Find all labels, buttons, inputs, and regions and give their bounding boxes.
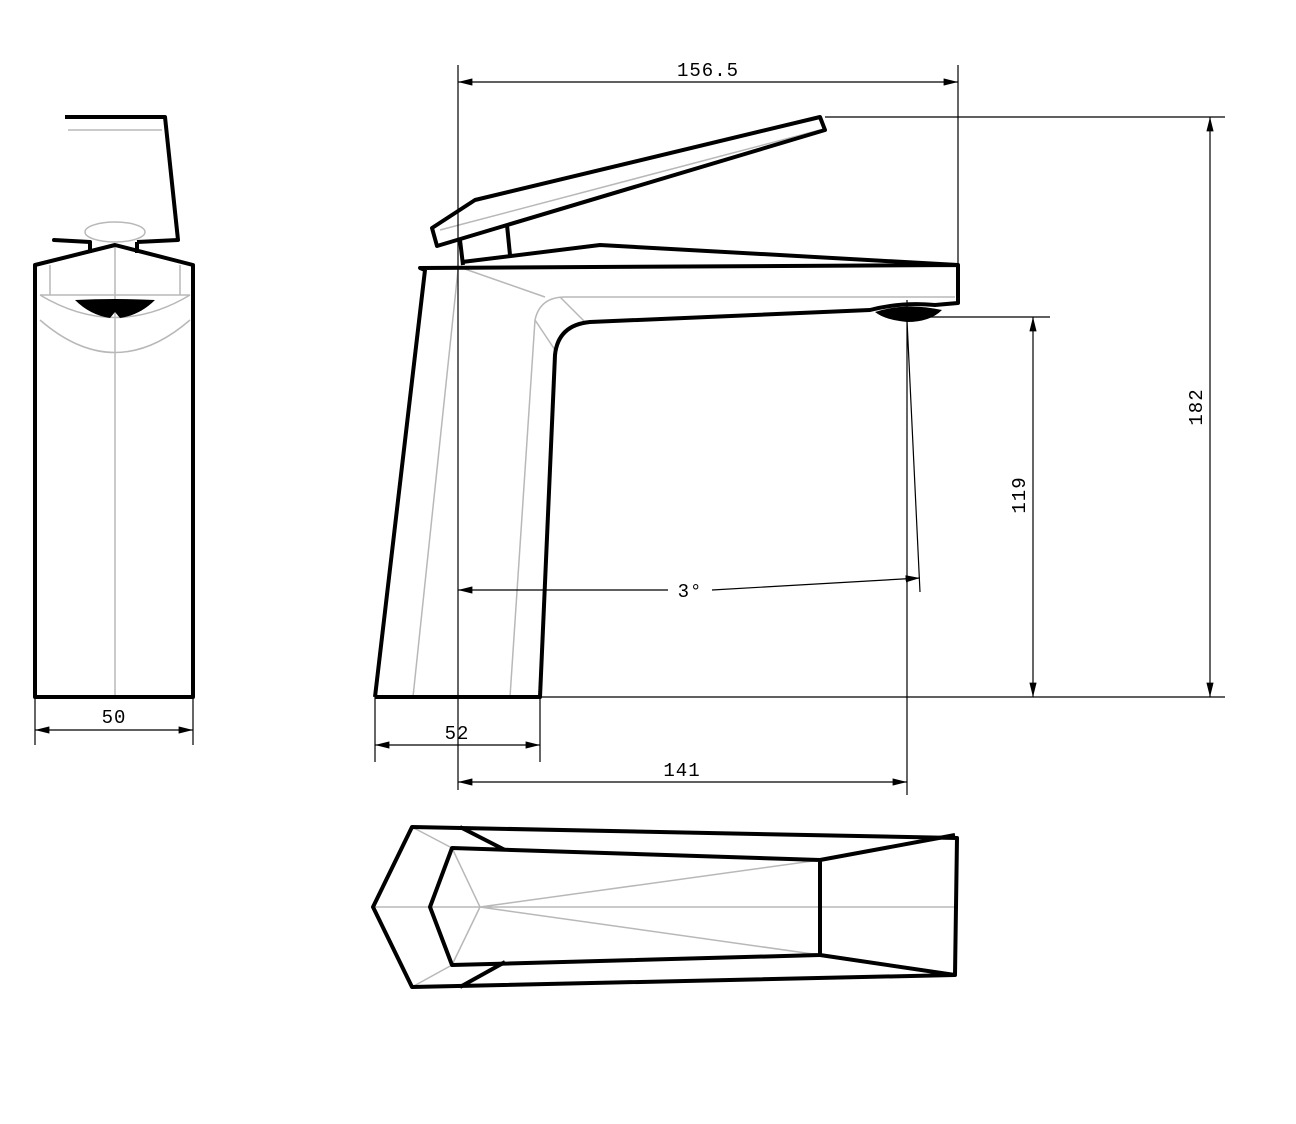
dim-front-width: 50 [102, 707, 127, 729]
aerator-front [75, 299, 155, 318]
aerator-side [875, 306, 942, 322]
dimension-lines [34, 65, 1225, 795]
top-view [371, 825, 959, 989]
dim-overall-length: 156.5 [677, 60, 739, 82]
side-view [373, 115, 960, 699]
dim-spout-reach: 141 [663, 760, 700, 782]
dim-spout-angle: 3° [678, 581, 703, 603]
dimension-labels: 156.5 182 119 3° 50 52 141 [102, 60, 1208, 782]
dim-base-depth: 52 [445, 723, 470, 745]
dim-overall-height: 182 [1186, 388, 1208, 425]
front-view [33, 115, 195, 699]
dim-spout-height: 119 [1009, 476, 1031, 513]
